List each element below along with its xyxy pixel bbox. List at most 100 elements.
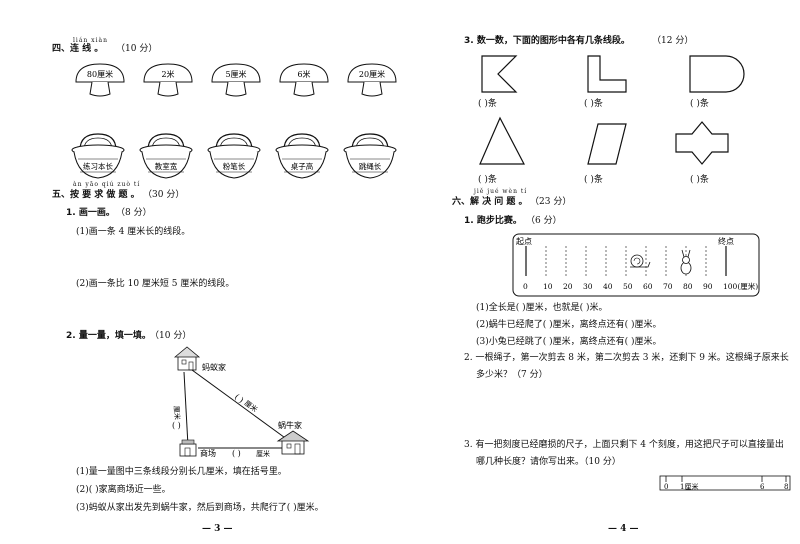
q2-b: (2)( )家离商场近一些。 [76,485,171,495]
mushroom-1[interactable]: 80厘米 [72,60,128,100]
q2-a: (1)量一量图中三条线段分别长几厘米，填在括号里。 [76,467,287,477]
blank-3: ( )条 [690,99,709,109]
basket-icon: 跳绳长 [343,133,397,179]
rope-line2: 多少米？（7 分） [476,370,548,380]
sec5-score: （30 分） [143,190,185,200]
triangle-shape [479,116,525,165]
line-ant-mall [183,371,189,447]
track-tick-1: 10 [543,282,553,291]
mushroom-label: 5厘米 [225,69,246,79]
ant-home-label: 蚂蚁家 [202,362,226,372]
bottom-unit: 厘米 [256,449,270,458]
track-tick-2: 20 [563,282,573,291]
ant-house-icon [173,346,201,371]
basket-5[interactable]: 跳绳长 [342,132,398,184]
ruler-line2: 哪几种长度？请你写出来。（10 分） [476,457,621,467]
rabbit-icon [680,249,692,275]
notched-shape [481,55,518,93]
track-tick-0: 0 [523,282,528,291]
basket-3[interactable]: 粉笔长 [206,132,262,184]
right-page: 3. 数一数，下面的图形中各有几条线段。 （12 分） ( )条 ( )条 ( … [400,0,800,544]
mushroom-label: 6米 [297,69,310,79]
sec6-score: （23 分） [530,197,572,207]
blank-2: ( )条 [584,99,603,109]
q3-title: 3. 数一数，下面的图形中各有几条线段。 [464,36,630,46]
left-side-paren: ( ) [172,421,181,430]
track-tick-8: 80 [683,282,693,291]
track-tick-6: 60 [643,282,653,291]
track-tick-3: 30 [583,282,593,291]
q1-score: （8 分） [116,208,152,218]
basket-label: 练习本长 [83,161,113,171]
snail-icon [630,254,651,268]
ant-snail-diagram: 蚂蚁家 蜗牛家 商场 厘米 ( ) 厘米 ( ) ( ) 厘米 [172,346,310,458]
bottom-paren: ( ) [232,449,241,458]
track-border [512,233,760,297]
basket-label: 跳绳长 [359,161,382,171]
ruler-mark-6: 6 [760,483,765,491]
run-b: (2)蜗牛已经爬了( )厘米，离终点还有( )厘米。 [476,320,662,330]
blank-1: ( )条 [478,99,497,109]
mall-icon [179,439,197,457]
basket-label: 教室宽 [155,161,178,171]
cross-shape [675,121,729,165]
snail-home-label: 蜗牛家 [278,420,302,430]
left-page: lián xiàn 四、连 线 。 （10 分） 80厘米 2米 5厘米 6米 20厘米… [52,37,400,534]
mushroom-2[interactable]: 2米 [140,60,196,100]
q1-title: 1. 画一画。 [66,208,115,218]
ruler-mark-1: 1厘米 [680,482,698,491]
basket-icon: 粉笔长 [207,133,261,179]
ruler-mark-8: 8 [784,483,788,491]
basket-1[interactable]: 练习本长 [70,132,126,184]
q1-b: (2)画一条比 10 厘米短 5 厘米的线段。 [76,279,235,289]
run-score: （6 分） [526,216,562,226]
basket-4[interactable]: 桌子高 [274,132,330,184]
mushroom-4[interactable]: 6米 [276,60,332,100]
q1-a: (1)画一条 4 厘米长的线段。 [76,227,191,237]
mushroom-icon: 80厘米 [75,63,125,97]
run-c: (3)小兔已经跳了( )厘米，离终点还有( )厘米。 [476,337,662,347]
basket-2[interactable]: 教室宽 [138,132,194,184]
track-tick-10: 100(厘米) [723,281,758,291]
mushroom-icon: 20厘米 [347,63,397,97]
mall-label: 商场 [200,448,216,458]
sec4-pinyin: lián xiàn [73,37,108,44]
sec5-title: 五、按 要 求 做 题 。 [52,190,140,200]
mushroom-5[interactable]: 20厘米 [344,60,400,100]
track-tick-5: 50 [623,282,633,291]
mushroom-label: 80厘米 [87,69,113,79]
basket-icon: 练习本长 [71,133,125,179]
ruler-body [659,475,791,491]
basket-label: 粉笔长 [223,161,246,171]
hyp-unit: 厘米 [243,398,260,414]
run-a: (1)全长是( )厘米，也就是( )米。 [476,303,608,313]
worn-ruler: 0 1厘米 6 8 [659,475,791,491]
end-label: 终点 [718,236,734,246]
ruler-mark-0: 0 [664,483,668,491]
sec4-score: （10 分） [116,44,158,54]
sec6-title: 六、解 决 问 题 。 [452,197,528,207]
hyp-paren: ( ) [233,392,245,404]
page-number-4: — 4 — [608,524,639,534]
rounded-rect-shape [689,55,745,93]
track-tick-4: 40 [603,282,613,291]
sec5-pinyin: àn yāo qiú zuò tí [73,181,141,188]
line-ant-snail [191,369,289,441]
track-tick-9: 90 [703,282,713,291]
sec4-title: 四、连 线 。 [52,44,104,54]
mushroom-3[interactable]: 5厘米 [208,60,264,100]
left-side-unit: 厘米 [172,406,182,421]
shapes-grid [479,55,745,165]
track-tick-7: 70 [663,282,673,291]
ruler-line1: 3. 有一把刻度已经磨损的尺子，上面只剩下 4 个刻度，用这把尺子可以直接量出 [464,440,784,450]
sec6-pinyin: jiě jué wèn tí [474,188,528,195]
run-title: 1. 跑步比赛。 [464,216,522,226]
page-number-3: — 3 — [202,524,233,534]
snail-house-icon [276,430,310,455]
basket-icon: 教室宽 [139,133,193,179]
parallelogram-shape [587,123,627,165]
basket-label: 桌子高 [291,161,314,171]
mushroom-label: 2米 [161,69,174,79]
blank-5: ( )条 [584,175,603,185]
